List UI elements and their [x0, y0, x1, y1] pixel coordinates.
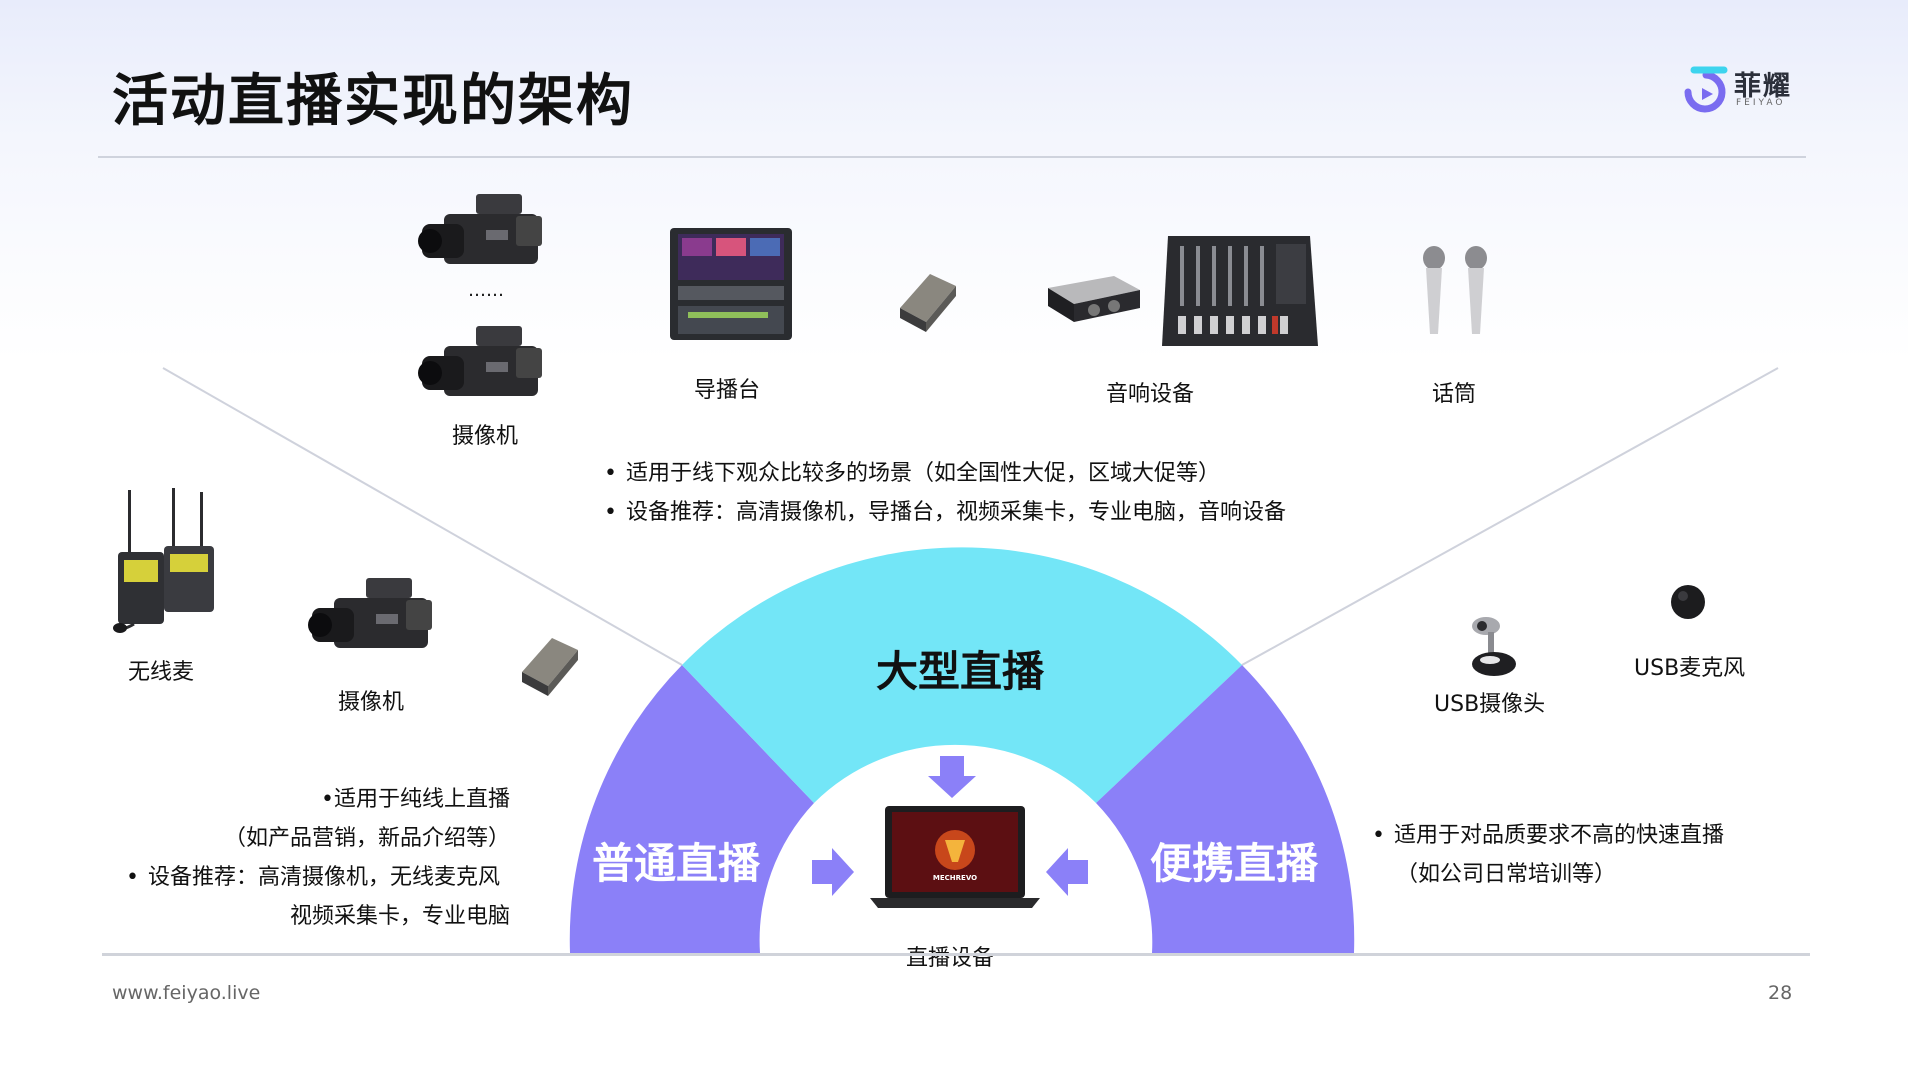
- usb-camera-label: USB摄像头: [1434, 692, 1546, 717]
- switcher-label: 导播台: [694, 378, 761, 403]
- title-divider: [98, 156, 1806, 158]
- portable-bullet-1-cont: （如公司日常培训等）: [1396, 862, 1617, 887]
- portable-live-title: 便携直播: [1150, 839, 1319, 888]
- camera-icon: [418, 194, 542, 264]
- normal-live-bullets: •适用于纯线上直播 （如产品营销，新品介绍等） •设备推荐：高清摄像机，无线麦克…: [110, 780, 510, 936]
- logo-mark-icon: [1684, 66, 1728, 113]
- center-device-label: 直播设备: [906, 946, 995, 971]
- switcher-icon: [670, 228, 792, 340]
- audio-interface-icon: [1048, 276, 1140, 322]
- camera-icon: [308, 578, 432, 648]
- laptop-brand-text: MECHREVO: [932, 874, 978, 882]
- capture-card-icon: [522, 638, 578, 696]
- camera-icon: [418, 326, 542, 396]
- arrow-right-icon: [812, 848, 854, 896]
- page-title: 活动直播实现的架构: [112, 69, 634, 134]
- arrow-down-icon: [928, 756, 976, 798]
- wireless-mic-label: 无线麦: [128, 660, 195, 685]
- logo-text-en: FEIYAO: [1736, 98, 1786, 108]
- page-number: 28: [1768, 982, 1793, 1004]
- camera-label: 摄像机: [338, 690, 405, 715]
- left-divider-line: [162, 367, 683, 666]
- capture-card-icon: [900, 274, 956, 332]
- normal-bullet-1: •适用于纯线上直播: [321, 787, 510, 812]
- large-live-bullets: •适用于线下观众比较多的场景（如全国性大促，区域大促等） •设备推荐：高清摄像机…: [604, 454, 1286, 532]
- usb-camera-icon: [1472, 617, 1516, 676]
- ellipsis-text: ……: [468, 280, 504, 301]
- microphone-label: 话筒: [1432, 382, 1477, 407]
- usb-mic-label: USB麦克风: [1634, 656, 1746, 681]
- footer-divider: [102, 953, 1810, 956]
- segment-portable: [1096, 665, 1355, 953]
- audio-equipment-label: 音响设备: [1106, 382, 1195, 407]
- large-bullet-1: •适用于线下观众比较多的场景（如全国性大促，区域大促等）: [604, 461, 1221, 486]
- microphone-icon: [1423, 246, 1487, 334]
- laptop-icon: [870, 806, 1040, 908]
- camera-label: 摄像机: [452, 424, 519, 449]
- portable-live-bullets: •适用于对品质要求不高的快速直播 （如公司日常培训等）: [1372, 816, 1724, 894]
- portable-bullet-1: •适用于对品质要求不高的快速直播: [1372, 823, 1725, 848]
- logo-text-cn: 菲耀: [1734, 71, 1792, 102]
- usb-mic-icon: [1671, 585, 1705, 619]
- mixer-icon: [1162, 236, 1318, 346]
- wireless-mic-icon: [113, 488, 214, 633]
- segment-normal: [569, 665, 814, 953]
- footer-url: www.feiyao.live: [112, 982, 261, 1004]
- segment-large: [682, 547, 1242, 803]
- right-divider-line: [1241, 367, 1779, 666]
- brand-logo: 菲耀 FEIYAO: [1680, 62, 1800, 114]
- large-live-title: 大型直播: [876, 647, 1045, 696]
- normal-bullet-2: •设备推荐：高清摄像机，无线麦克风: [126, 865, 501, 890]
- arrow-left-icon: [1046, 848, 1088, 896]
- large-bullet-2: •设备推荐：高清摄像机，导播台，视频采集卡，专业电脑，音响设备: [604, 500, 1287, 525]
- normal-bullet-2-cont: 视频采集卡，专业电脑: [289, 904, 510, 929]
- normal-live-title: 普通直播: [592, 839, 761, 888]
- normal-bullet-1-cont: （如产品营销，新品介绍等）: [223, 826, 510, 851]
